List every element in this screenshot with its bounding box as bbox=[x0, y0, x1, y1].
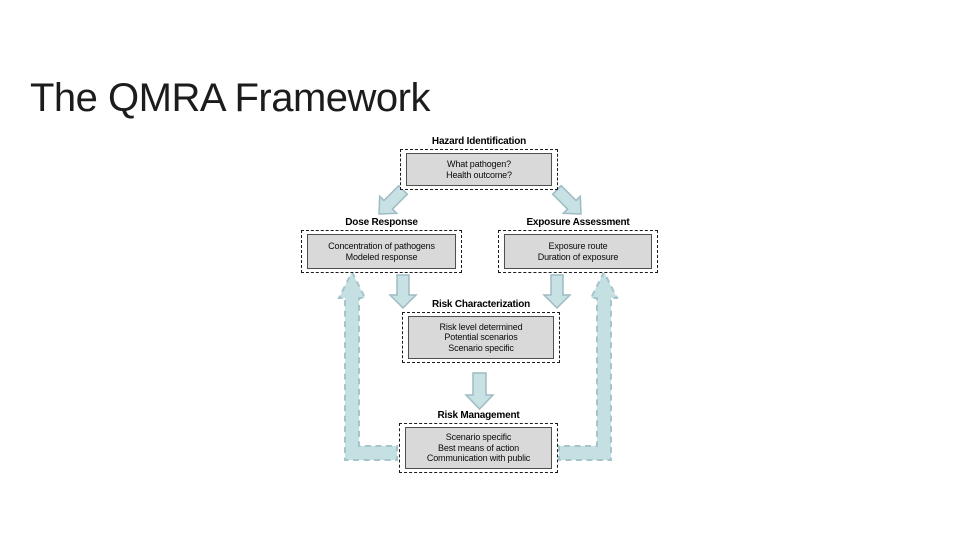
node-inner-panel: What pathogen? Health outcome? bbox=[406, 153, 552, 186]
node-inner-panel: Concentration of pathogens Modeled respo… bbox=[307, 234, 456, 269]
slide-title: The QMRA Framework bbox=[30, 75, 430, 120]
node-line: Scenario specific bbox=[445, 432, 512, 443]
node-line: Risk level determined bbox=[439, 321, 523, 332]
node-title: Risk Management bbox=[437, 410, 520, 421]
node-title: Risk Characterization bbox=[431, 299, 531, 310]
arrow-feedback-riskmgmt-to-exposure bbox=[558, 269, 619, 461]
node-title: Dose Response bbox=[345, 217, 418, 228]
node-line: Duration of exposure bbox=[537, 251, 619, 262]
node-line: Health outcome? bbox=[446, 169, 512, 180]
node-line: What pathogen? bbox=[447, 159, 511, 169]
node-risk-characterization: Risk Characterization Risk level determi… bbox=[402, 299, 560, 363]
arrow-hazard-to-exposure bbox=[551, 184, 582, 215]
node-line: Communication with public bbox=[426, 453, 531, 464]
node-box: Risk level determined Potential scenario… bbox=[402, 312, 560, 363]
node-box: Concentration of pathogens Modeled respo… bbox=[301, 230, 462, 273]
node-line: Best means of action bbox=[437, 442, 520, 453]
node-box: Scenario specific Best means of action C… bbox=[399, 423, 558, 473]
node-line: Scenario specific bbox=[448, 342, 514, 353]
node-line: Potential scenarios bbox=[444, 332, 518, 343]
node-line: Modeled response bbox=[345, 251, 418, 262]
arrow-exposure-to-riskchar bbox=[542, 274, 572, 310]
node-inner-panel: Exposure route Duration of exposure bbox=[504, 234, 652, 269]
arrow-riskchar-to-riskmgmt bbox=[464, 372, 495, 411]
node-risk-management: Risk Management Scenario specific Best m… bbox=[399, 410, 558, 473]
arrow-feedback-riskmgmt-to-dose bbox=[337, 269, 398, 461]
arrow-dose-to-riskchar bbox=[388, 274, 418, 310]
node-exposure-assessment: Exposure Assessment Exposure route Durat… bbox=[498, 217, 658, 273]
node-dose-response: Dose Response Concentration of pathogens… bbox=[301, 217, 462, 273]
node-box: What pathogen? Health outcome? bbox=[400, 149, 558, 190]
node-title: Exposure Assessment bbox=[526, 217, 630, 228]
node-title: Hazard Identification bbox=[431, 136, 527, 147]
node-inner-panel: Scenario specific Best means of action C… bbox=[405, 427, 552, 469]
node-line: Concentration of pathogens bbox=[328, 241, 435, 251]
node-inner-panel: Risk level determined Potential scenario… bbox=[408, 316, 554, 359]
node-line: Exposure route bbox=[548, 241, 608, 251]
arrow-hazard-to-dose bbox=[378, 184, 409, 215]
node-hazard-identification: Hazard Identification What pathogen? Hea… bbox=[400, 136, 558, 190]
node-box: Exposure route Duration of exposure bbox=[498, 230, 658, 273]
